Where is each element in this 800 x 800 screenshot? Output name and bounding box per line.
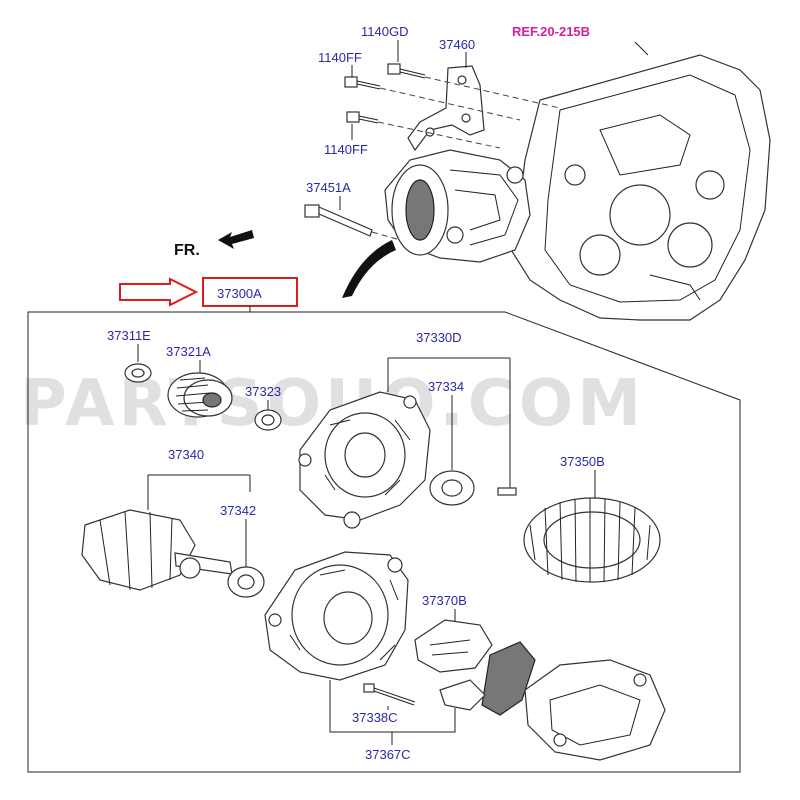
part-37342-bearing bbox=[227, 566, 265, 598]
part-37330d-front-housing bbox=[298, 391, 431, 529]
label-37300a: 37300A bbox=[217, 286, 262, 301]
label-37350b: 37350B bbox=[560, 454, 605, 469]
pointer-arrow-icon bbox=[119, 277, 199, 307]
label-37460: 37460 bbox=[439, 37, 475, 52]
assembly-boundary bbox=[27, 311, 741, 773]
part-37323-bearing bbox=[254, 409, 282, 431]
bolt-1140ff-lower bbox=[346, 111, 379, 124]
label-37340: 37340 bbox=[168, 447, 204, 462]
mount-arrow bbox=[342, 240, 396, 298]
part-rear-cover bbox=[524, 659, 666, 761]
part-37334-bearing bbox=[429, 470, 475, 506]
label-37367c: 37367C bbox=[365, 747, 411, 762]
label-1140ff-lower: 1140FF bbox=[324, 142, 368, 157]
label-37338c: 37338C bbox=[352, 710, 398, 725]
part-37350b-stator bbox=[523, 497, 661, 583]
label-1140gd: 1140GD bbox=[361, 24, 408, 39]
label-37330d: 37330D bbox=[416, 330, 462, 345]
front-direction-label: FR. bbox=[174, 242, 200, 259]
part-rectifier bbox=[439, 641, 536, 716]
label-37342: 37342 bbox=[220, 503, 256, 518]
timing-cover-illustration bbox=[504, 54, 771, 321]
alternator-assembly-illustration bbox=[384, 149, 531, 263]
label-37321a: 37321A bbox=[166, 344, 211, 359]
bolt-37451a bbox=[304, 204, 373, 237]
part-37370b-regulator bbox=[414, 619, 493, 673]
reference-label: REF.20-215B bbox=[512, 24, 590, 39]
part-37340-rotor bbox=[81, 509, 233, 591]
part-rear-housing bbox=[264, 551, 409, 681]
label-1140ff-upper: 1140FF bbox=[318, 50, 362, 65]
part-37338c-bolt bbox=[363, 683, 416, 706]
label-37311e: 37311E bbox=[107, 328, 151, 343]
screw-icon bbox=[497, 487, 517, 496]
label-37323: 37323 bbox=[245, 384, 281, 399]
part-37321a-pulley bbox=[167, 372, 233, 418]
bolt-1140gd bbox=[387, 63, 426, 79]
label-37451a: 37451A bbox=[306, 180, 351, 195]
label-37334: 37334 bbox=[428, 379, 464, 394]
bolt-1140ff-upper bbox=[344, 76, 381, 90]
label-37370b: 37370B bbox=[422, 593, 467, 608]
bracket-illustration bbox=[407, 65, 485, 152]
front-arrow-icon bbox=[218, 230, 254, 249]
part-37311e bbox=[124, 363, 152, 383]
